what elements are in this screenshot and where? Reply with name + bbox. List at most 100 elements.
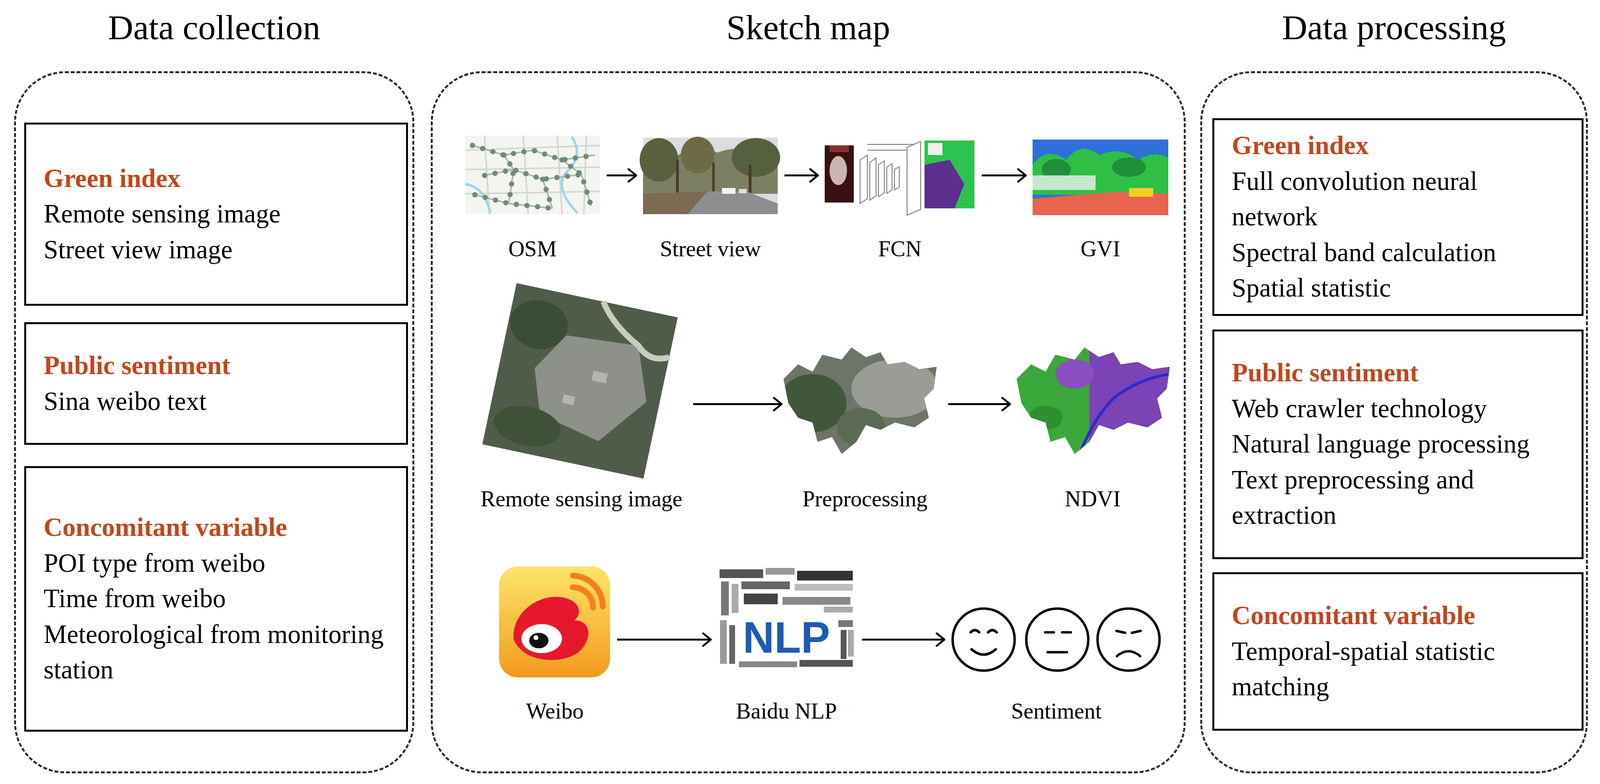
nlp-word-cloud bbox=[840, 629, 847, 659]
step-caption: Baidu NLP bbox=[717, 698, 856, 725]
sentiment-faces bbox=[1026, 608, 1089, 671]
satellite-image bbox=[594, 301, 678, 361]
box-item: Full convolution neural network bbox=[1231, 163, 1563, 236]
nlp-word-cloud bbox=[717, 566, 856, 669]
step-caption: Sentiment bbox=[951, 698, 1162, 725]
weibo-icon bbox=[572, 587, 594, 608]
fcn-network bbox=[894, 166, 900, 190]
sketch-step: Weibo bbox=[499, 566, 611, 726]
fcn-network bbox=[907, 141, 921, 216]
sentiment-faces bbox=[952, 608, 1015, 671]
box-heading: Public sentiment bbox=[43, 347, 387, 384]
nlp-word-cloud bbox=[729, 625, 736, 664]
step-caption: NDVI bbox=[1017, 486, 1169, 513]
word-cloud-label: NLP bbox=[742, 615, 831, 660]
ndvi-map bbox=[1028, 405, 1063, 430]
ndvi-map bbox=[1028, 345, 1170, 455]
arrow-shaft bbox=[948, 403, 1011, 406]
preprocessed-city bbox=[836, 407, 886, 447]
gvi-segmentation bbox=[1032, 139, 1169, 216]
street-view-photo bbox=[680, 136, 715, 174]
box-heading: Concomitant variable bbox=[43, 509, 387, 546]
step-caption: FCN bbox=[824, 235, 975, 263]
step-caption: GVI bbox=[1032, 235, 1169, 263]
satellite-image bbox=[562, 394, 576, 406]
content-box: Public sentimentWeb crawler technologyNa… bbox=[1212, 329, 1584, 560]
nlp-word-cloud bbox=[720, 620, 727, 664]
flow-arrow bbox=[606, 169, 637, 182]
nlp-word-cloud bbox=[717, 566, 856, 669]
ndvi-map bbox=[1016, 345, 1170, 455]
weibo-icon bbox=[533, 635, 539, 641]
sentiment-faces bbox=[952, 608, 1160, 671]
street-view-photo bbox=[712, 162, 715, 193]
content-box: Concomitant variablePOI type from weiboT… bbox=[24, 466, 408, 732]
arrow-head bbox=[1002, 397, 1011, 411]
box-item: POI type from weibo bbox=[43, 545, 387, 581]
box-item: Time from weibo bbox=[43, 580, 387, 617]
sentiment-faces bbox=[1097, 608, 1160, 671]
fcn-network bbox=[869, 157, 877, 201]
street-view-photo bbox=[688, 191, 778, 215]
box-item: Temporal-spatial statistic matching bbox=[1231, 633, 1563, 706]
fcn-network bbox=[927, 142, 943, 156]
arrow-head bbox=[1018, 169, 1026, 182]
weibo-icon bbox=[572, 575, 603, 607]
osm-map bbox=[465, 135, 600, 215]
gvi-segmentation bbox=[1032, 148, 1169, 195]
weibo-icon bbox=[499, 566, 611, 678]
dashed-panel: Sketch mapOSMStreet viewFCNGVIRemote sen… bbox=[430, 71, 1186, 774]
weibo-icon bbox=[529, 632, 549, 649]
nlp-word-cloud bbox=[847, 629, 854, 657]
arrow-head bbox=[703, 633, 711, 646]
fcn-network bbox=[878, 160, 885, 197]
step-caption: Weibo bbox=[499, 698, 611, 725]
osm-map bbox=[472, 145, 596, 209]
street-view-photo bbox=[721, 188, 736, 194]
step-caption: Preprocessing bbox=[788, 486, 942, 513]
box-item: Spectral band calculation bbox=[1231, 235, 1563, 271]
flow-arrow bbox=[862, 633, 945, 646]
sketch-step: FCN bbox=[824, 137, 975, 264]
nlp-word-cloud bbox=[731, 583, 739, 613]
fcn-network bbox=[829, 145, 849, 153]
nlp-word-cloud bbox=[737, 615, 836, 660]
fcn-network bbox=[829, 156, 848, 186]
box-item: Web crawler technology bbox=[1231, 391, 1563, 427]
ndvi-map bbox=[1089, 345, 1170, 455]
satellite-image bbox=[482, 282, 678, 479]
preprocessed-city bbox=[778, 347, 939, 455]
nlp-word-cloud bbox=[738, 661, 798, 668]
nlp-word-cloud bbox=[719, 569, 764, 579]
fcn-network bbox=[824, 145, 854, 203]
nlp-word-cloud bbox=[799, 659, 853, 667]
preprocessed-city bbox=[778, 374, 847, 433]
arrow-shaft bbox=[784, 174, 818, 177]
content-box: Public sentimentSina weibo text bbox=[24, 322, 408, 445]
sketch-step: Remote sensing image bbox=[476, 296, 687, 514]
box-item: Text preprocessing and extraction bbox=[1231, 462, 1563, 534]
box-item: Natural language processing bbox=[1231, 426, 1563, 462]
nlp-word-cloud bbox=[765, 567, 795, 575]
arrow-shaft bbox=[862, 638, 945, 641]
weibo-icon bbox=[513, 596, 589, 660]
preprocessed-city bbox=[778, 359, 939, 447]
fcn-network bbox=[867, 143, 916, 145]
fcn-network bbox=[924, 159, 965, 209]
sketch-step: Street view bbox=[643, 137, 778, 264]
arrow-shaft bbox=[617, 638, 712, 641]
arrow-head bbox=[628, 169, 637, 182]
flow-arrow bbox=[693, 397, 783, 411]
fcn-network bbox=[860, 155, 868, 204]
weibo-icon bbox=[499, 566, 611, 678]
step-caption: OSM bbox=[465, 235, 600, 263]
step-caption: Street view bbox=[643, 235, 778, 263]
arrow-shaft bbox=[606, 174, 637, 177]
content-box: Green indexRemote sensing imageStreet vi… bbox=[24, 122, 408, 306]
flow-arrow bbox=[784, 169, 818, 182]
sketch-step: GVI bbox=[1032, 139, 1169, 264]
box-heading: Concomitant variable bbox=[1231, 597, 1563, 634]
osm-map bbox=[465, 135, 600, 215]
box-heading: Public sentiment bbox=[1231, 355, 1563, 391]
